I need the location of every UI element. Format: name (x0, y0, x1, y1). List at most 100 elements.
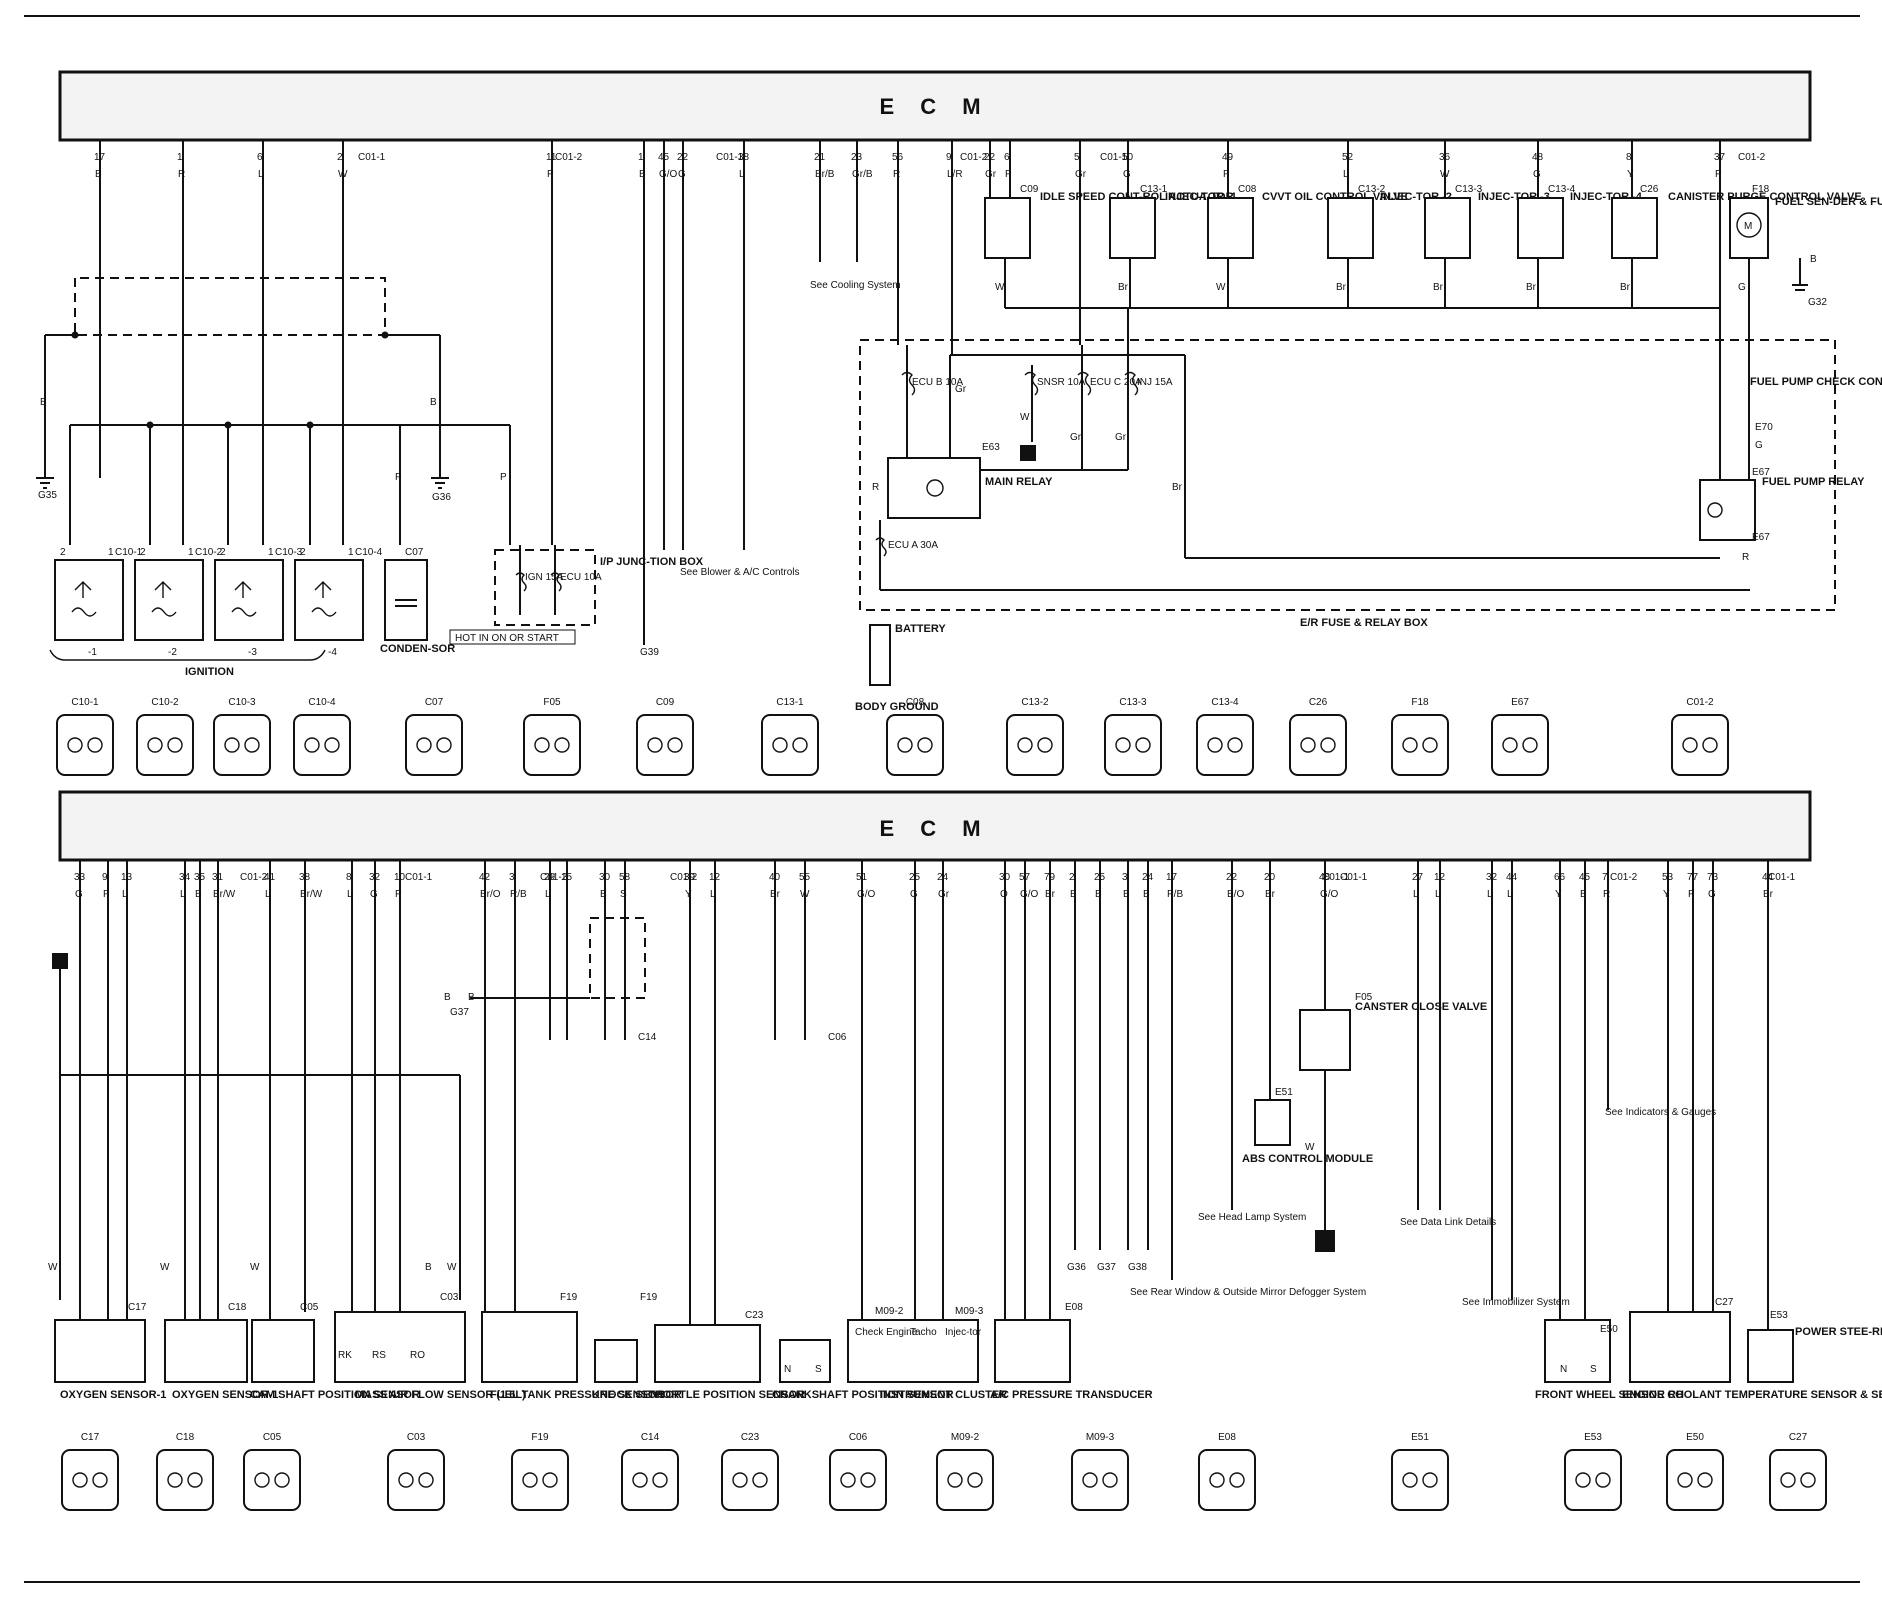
top-connector-ref: C01-2 (1738, 152, 1766, 163)
connector-icon (1391, 714, 1449, 776)
ip-junction-label: I/P JUNC-TION BOX (600, 556, 704, 568)
wire-color-p2: P (500, 472, 507, 483)
bottom-pin-color: L (1435, 889, 1441, 900)
top-pin-number: 38 (738, 152, 750, 163)
ecm-top-pins: 17B1R6L2W11P1B45G/O22G38L21Br/B23Gr/B56R… (94, 140, 1766, 645)
bottom-pin-number: 34 (179, 872, 191, 883)
connector-e08: E08 (1198, 1432, 1256, 1511)
bottom-pin-color: B (195, 889, 202, 900)
connector-icon (293, 714, 351, 776)
connector-c26: C26 (1289, 697, 1347, 776)
conn-e51: E51 (1275, 1087, 1293, 1098)
bottom-pin-37: 32L (1486, 860, 1498, 1300)
ecm-bottom-pins: 33G9P13L34L35B31Br/W41L38Br/W8L32G10P42B… (74, 860, 1796, 1330)
top-pin-4: 11P (546, 140, 557, 545)
bottom-pin-13: 29L (544, 860, 556, 1040)
connector-c13-3: C13-3 (1104, 697, 1162, 776)
bottom-pin-color: G/O (1020, 889, 1039, 900)
fuse-snsr: SNSR 10A (1037, 377, 1086, 388)
conn-c14: C14 (638, 1032, 657, 1043)
ref-indicators: See Indicators & Gauges (1605, 1107, 1716, 1118)
maf-pin-rs: RS (372, 1350, 386, 1361)
bottom-pin-number: 17 (1166, 872, 1178, 883)
bottom-pin-number: 3 (509, 872, 515, 883)
bottom-pin-number: 44 (1762, 872, 1774, 883)
connector-icon (621, 1449, 679, 1511)
conn-c03: C03 (440, 1292, 459, 1303)
conn-f19b: F19 (640, 1292, 658, 1303)
canister-purge-valve: CANISTER PURGE CONTROL VALVE C26 (1611, 184, 1862, 259)
bottom-pin-color: Br/W (213, 889, 236, 900)
bottom-pin-35: 27L (1412, 860, 1424, 1210)
connector-icon (56, 714, 114, 776)
conn-c10-4: C10-4 (355, 547, 383, 558)
ground-g39: G39 (640, 647, 659, 658)
top-pin-number: 37 (1714, 152, 1726, 163)
top-pin-color: G (1533, 169, 1541, 180)
coolant-label: ENGINE COOLANT TEMPERATURE SENSOR & SEND… (1622, 1389, 1882, 1401)
connector-c10-2: C10-2 (136, 697, 194, 776)
maf-pin-ro: RO (410, 1350, 425, 1361)
bottom-pin-color: L (180, 889, 186, 900)
connector-icon (523, 714, 581, 776)
bottom-pin-color: B (1580, 889, 1587, 900)
top-pin-color: P (547, 169, 554, 180)
bottom-pin-number: 30 (599, 872, 611, 883)
ground-g37a: G37 (450, 1007, 469, 1018)
connector-label: C13-4 (1211, 697, 1239, 708)
er-box-label: E/R FUSE & RELAY BOX (1300, 617, 1428, 629)
wire-color-b2: B (430, 397, 437, 408)
bottom-pin-number: 25 (909, 872, 921, 883)
connector-icon (1196, 714, 1254, 776)
connector-label: E50 (1686, 1432, 1704, 1443)
bottom-pin-color: G (75, 889, 83, 900)
connector-icon (761, 714, 819, 776)
bottom-pin-number: 32 (369, 872, 381, 883)
conn-f05: F05 (1355, 992, 1373, 1003)
connector-c10-4: C10-4 (293, 697, 351, 776)
ckp-label: CRANKSHAFT POSITION SENSOR (772, 1389, 954, 1401)
conn-e63: E63 (982, 442, 1000, 453)
svg-text:1: 1 (1024, 449, 1030, 460)
injector-label: Injec-tor (945, 1327, 982, 1338)
bottom-pin-color: Br (770, 889, 781, 900)
wire-color-br1: Br (1118, 282, 1129, 293)
relay-coil-icon (926, 479, 944, 497)
bottom-pin-34: 48G/O (1319, 860, 1339, 1010)
bottom-pin-number: 41 (264, 872, 276, 883)
abs-label: ABS CONTROL MODULE (1242, 1153, 1373, 1165)
bottom-connector-ref: C01-2 (540, 872, 568, 883)
bottom-pin-number: 35 (194, 872, 206, 883)
top-pin-number: 21 (814, 152, 826, 163)
wire-color-gr3: Gr (1115, 432, 1127, 443)
bottom-pin-0: 33G (74, 860, 86, 1320)
connector-icon (1391, 1449, 1449, 1511)
conn-c10-1: C10-1 (115, 547, 143, 558)
connector-icon (1769, 1449, 1827, 1511)
bottom-pin-color: L (265, 889, 271, 900)
connector-icon (936, 1449, 994, 1511)
wire-w4: W (447, 1262, 457, 1273)
wire-color-g2: G (1738, 282, 1746, 293)
svg-text:1: 1 (108, 547, 114, 558)
bottom-pin-color: L (1507, 889, 1513, 900)
bottom-pin-22: 25G (909, 860, 921, 1320)
ref-immobilizer: See Immobilizer System (1462, 1297, 1570, 1308)
connector-label: C17 (81, 1432, 100, 1443)
fuse-ign-icon (515, 572, 527, 592)
coil-symbol-icon (151, 581, 177, 617)
hot-label: HOT IN ON OR START (455, 633, 559, 644)
bottom-pin-number: 42 (479, 872, 491, 883)
ecm-top-label: E C M (879, 94, 990, 119)
motor-icon (1736, 212, 1762, 238)
top-pin-color: R (178, 169, 185, 180)
knock-label: KNOCK SENSOR (592, 1389, 682, 1401)
conn-c26: C26 (1640, 184, 1659, 195)
bottom-pin-number: 8 (346, 872, 352, 883)
wire-color-br3: Br (1433, 282, 1444, 293)
connector-c17: C17 (61, 1432, 119, 1511)
top-pin-21: 8Y (1626, 140, 1634, 200)
